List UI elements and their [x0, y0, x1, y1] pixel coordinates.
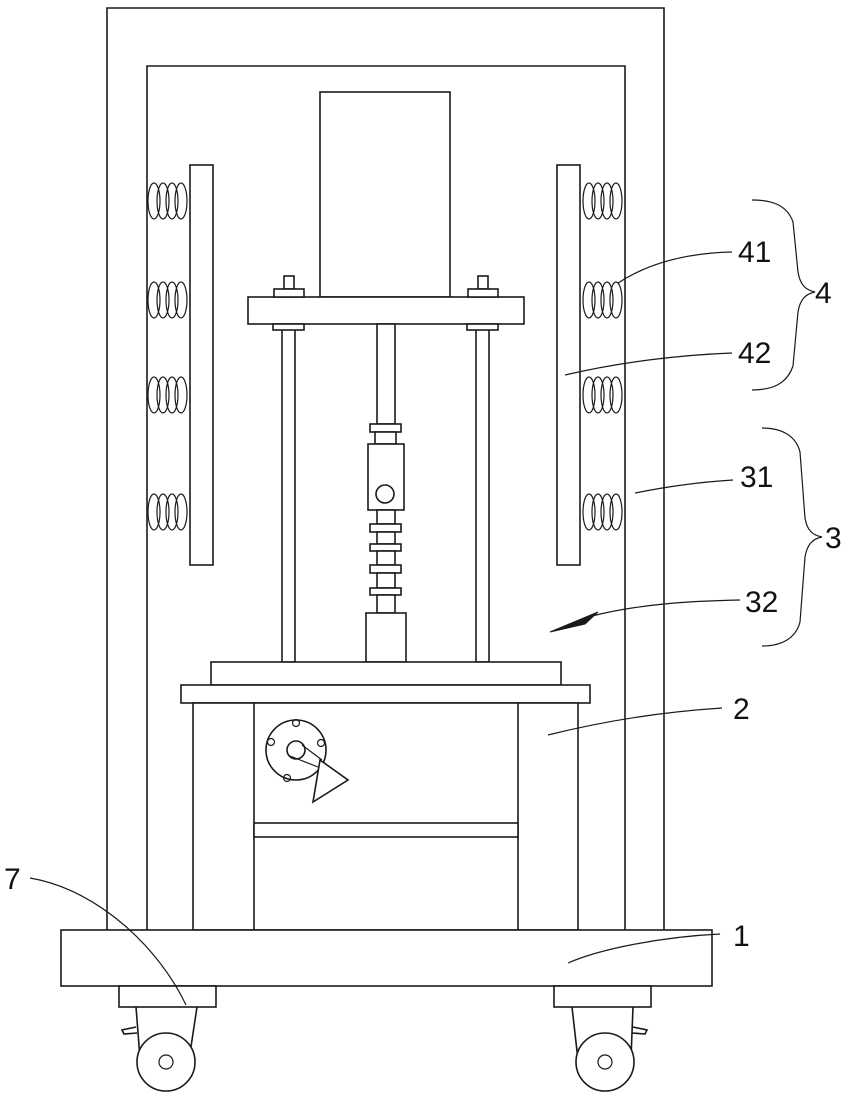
washer-bottom-right — [467, 324, 498, 330]
drawer-rail — [254, 823, 518, 837]
left-spring-assembly — [148, 165, 213, 565]
washer-bottom-left — [273, 324, 304, 330]
right-caster — [554, 986, 651, 1091]
washer-top-right — [468, 289, 498, 297]
rod-collar-1 — [370, 424, 401, 432]
label-2: 2 — [733, 693, 750, 726]
top-beam — [248, 297, 524, 324]
press-head — [366, 613, 406, 662]
right-spring-4 — [583, 494, 622, 530]
rod-collar-5 — [370, 588, 401, 595]
work-plate — [211, 662, 561, 685]
rod-segment-2 — [377, 532, 395, 544]
rod-segment-5 — [377, 595, 395, 613]
label-31: 31 — [740, 461, 773, 494]
right-spring-1 — [583, 183, 622, 219]
left-caster — [119, 986, 216, 1091]
leader-32 — [592, 600, 740, 616]
leader-31 — [635, 480, 733, 493]
label-7: 7 — [4, 863, 21, 896]
base-plate — [61, 930, 712, 986]
left-guide-rod — [282, 328, 295, 662]
workbench — [181, 662, 590, 930]
right-spring-2 — [583, 282, 622, 318]
rod-neck — [375, 432, 396, 444]
left-plate — [190, 165, 213, 565]
left-spring-4 — [148, 494, 187, 530]
press-assembly — [248, 92, 524, 662]
base — [61, 930, 712, 986]
sensor-pin — [376, 485, 394, 503]
nut-top-right — [478, 276, 488, 289]
right-guide-rod — [476, 328, 489, 662]
table-body — [193, 703, 578, 930]
piston-rod — [377, 324, 395, 424]
label-42: 42 — [738, 337, 771, 370]
right-spring-3 — [583, 377, 622, 413]
leader-41 — [618, 252, 732, 283]
leader-42 — [565, 353, 732, 375]
label-1: 1 — [733, 920, 750, 953]
label-41: 41 — [738, 236, 771, 269]
rod-segment-3 — [377, 551, 395, 565]
arrow-32 — [550, 612, 598, 632]
nut-top-left — [284, 276, 294, 289]
table-top — [181, 685, 590, 703]
left-spring-2 — [148, 282, 187, 318]
rod-segment-4 — [377, 573, 395, 588]
label-3: 3 — [825, 522, 842, 555]
rod-collar-3 — [370, 544, 401, 551]
cylinder-block — [320, 92, 450, 297]
label-32: 32 — [745, 586, 778, 619]
right-plate — [557, 165, 580, 565]
label-4: 4 — [815, 277, 832, 310]
left-spring-3 — [148, 377, 187, 413]
rod-collar-2 — [370, 524, 401, 532]
rod-collar-4 — [370, 565, 401, 573]
rod-segment-1 — [377, 510, 395, 524]
left-spring-1 — [148, 183, 187, 219]
washer-top-left — [274, 289, 304, 297]
